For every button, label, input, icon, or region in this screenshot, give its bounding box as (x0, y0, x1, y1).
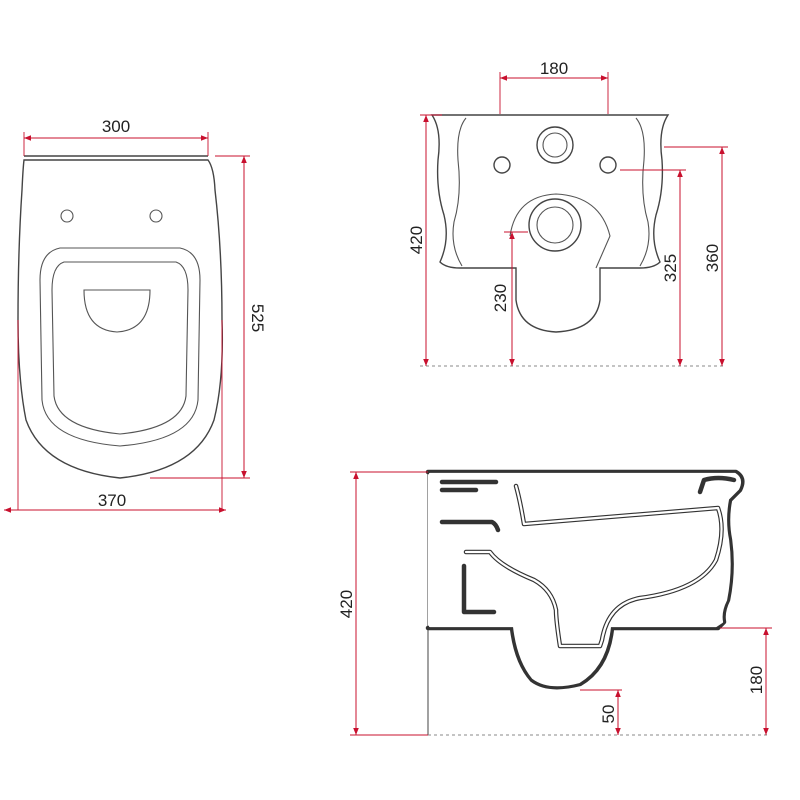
bowl-drain-outline (83, 289, 151, 333)
back-right-flute (635, 117, 650, 267)
seat-fixing-hole-right (149, 209, 163, 223)
seat-opening-inner (51, 261, 189, 435)
back-cavity (509, 193, 611, 269)
dim-text-fixing-high: 360 (703, 244, 722, 272)
dim-text-side-outlet-height: 180 (747, 666, 766, 694)
dim-text-rim-offset: 50 (599, 705, 618, 724)
back-view: 180 420 230 325 360 (407, 59, 728, 367)
waste-pipe-section (461, 563, 497, 615)
bowl-inner-curve-highlight (464, 484, 723, 648)
rim-lip (697, 475, 737, 495)
fixing-hole-left (493, 156, 511, 174)
seat-opening-outer (39, 247, 201, 447)
waste-outlet-inner (536, 206, 574, 244)
dim-text-side-overall-height: 420 (337, 590, 356, 618)
water-inlet-outer (536, 126, 574, 164)
bowl-outline (17, 159, 224, 479)
back-left-flute (452, 117, 467, 267)
seat-fixing-hole-left (60, 209, 74, 223)
dim-text-depth: 525 (248, 304, 267, 332)
bowl-section-inner-line (428, 472, 742, 687)
back-body-outline (430, 114, 670, 333)
fixing-hole-right (599, 156, 617, 174)
dim-text-overall-width: 370 (98, 491, 126, 510)
dim-text-back-overall-height: 420 (407, 226, 426, 254)
top-view: 300 525 370 (4, 117, 267, 513)
flush-channel-top (439, 479, 499, 493)
dim-text-inlet-spacing: 180 (540, 59, 568, 78)
water-inlet-inner (542, 132, 568, 158)
side-section-view: 420 180 50 (337, 469, 772, 736)
flush-channel-middle (439, 519, 501, 533)
dim-text-seat-width: 300 (102, 117, 130, 136)
dim-text-fixing-low: 325 (661, 254, 680, 282)
waste-outlet-outer (528, 198, 582, 252)
dim-text-outlet-height: 230 (491, 284, 510, 312)
